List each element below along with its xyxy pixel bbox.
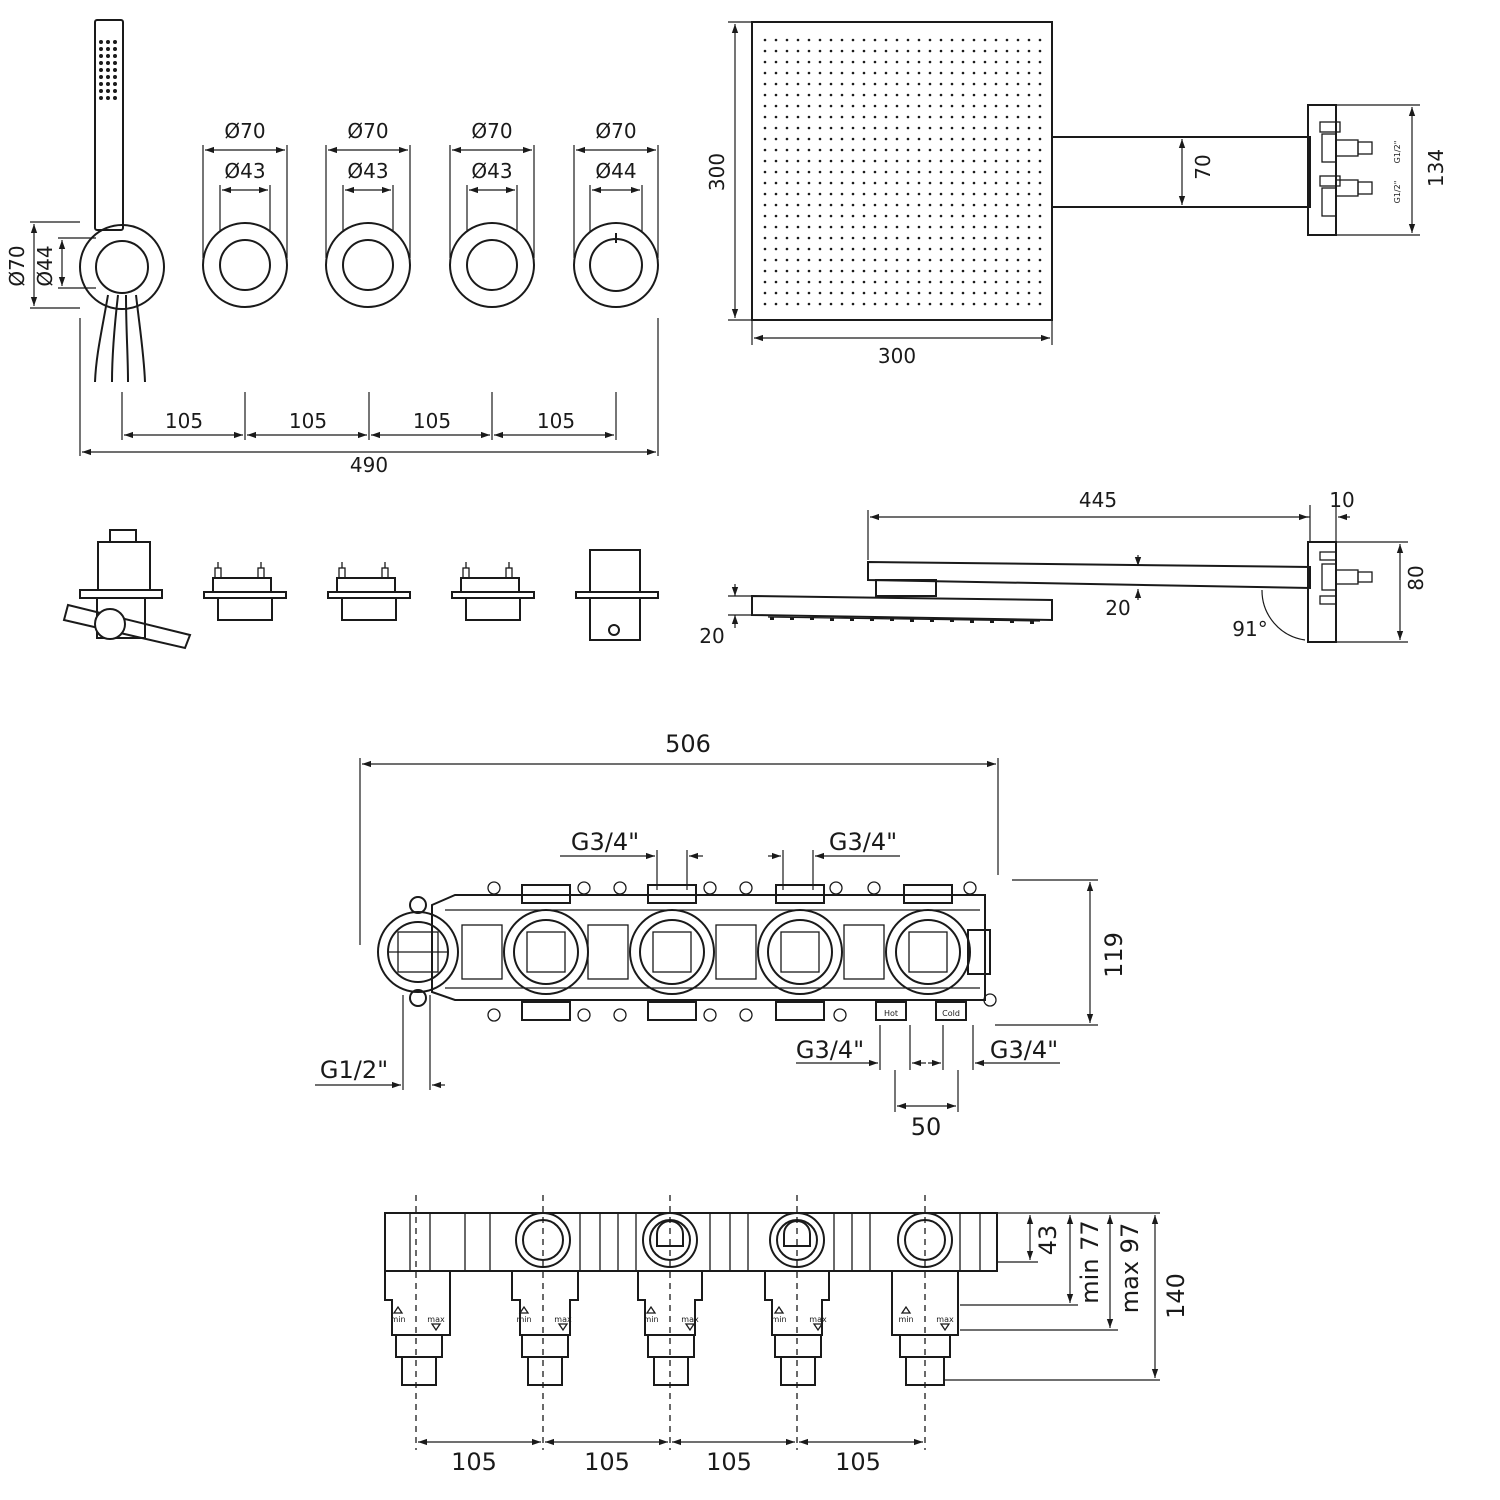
shower-arm-side: 445 10 80 20 20 91° [699,488,1428,648]
control-knob [202,222,288,308]
overall-width-label: 490 [350,453,388,477]
valve-side [327,562,411,621]
plate-height-label: 80 [1404,565,1428,590]
arm-height-label: 70 [1191,154,1215,179]
body-height-label: 119 [1100,932,1128,978]
spacing-label: 105 [289,409,327,433]
control-knob [449,222,535,308]
outlet-left-thread-label: G3/4" [571,828,639,856]
outlet-right-thread-label: G3/4" [829,828,897,856]
handshower-outer-dia-label: Ø70 [5,245,29,286]
valve-module [715,884,843,1021]
svg-text:min: min [643,1315,658,1324]
hot-label: Hot [884,1009,898,1018]
arm-length-label: 445 [1079,488,1117,512]
valve-body-front [764,1212,830,1386]
shower-head-front: G1/2" G1/2" 300 300 70 134 [705,21,1448,368]
depth-140-label: 140 [1162,1273,1190,1319]
knob-3-inner-dia: Ø43 [471,159,512,183]
valve-module [587,884,715,1021]
svg-text:min: min [771,1315,786,1324]
min-max-markings: min max min max min max min max min max [390,1305,954,1332]
body-overall-label: 506 [665,730,711,758]
svg-text:min: min [516,1315,531,1324]
svg-text:max: max [427,1315,445,1324]
knob-1-outer-dia: Ø70 [224,119,265,143]
angle-label: 91° [1232,617,1267,641]
depth-43-label: 43 [1034,1225,1062,1256]
depth-max-97-label: max 97 [1116,1223,1144,1313]
head-height-label: 300 [705,153,729,191]
handshower-inner-dia-label: Ø44 [33,245,57,286]
svg-text:max: max [809,1315,827,1324]
cold-label: Cold [942,1009,960,1018]
valve-side [203,562,287,621]
mounting-holes [487,881,997,1022]
hand-shower [79,19,165,383]
front-spacing-label: 105 [584,1448,630,1476]
knob-2-outer-dia: Ø70 [347,119,388,143]
concealed-body-top: Hot Cold [315,730,1128,1141]
spacing-label: 105 [165,409,203,433]
thread-label: G1/2" [1393,141,1402,164]
diverter-side [62,529,192,650]
control-knob [325,222,411,308]
knob-2-inner-dia: Ø43 [347,159,388,183]
thermostat-side [575,549,659,641]
knob-4-outer-dia: Ø70 [595,119,636,143]
spacing-label: 105 [413,409,451,433]
head-width-label: 300 [878,344,916,368]
svg-text:min: min [390,1315,405,1324]
head-thickness-label: 20 [699,624,724,648]
svg-text:max: max [681,1315,699,1324]
thermostatic-knob [573,222,659,308]
spacing-label: 105 [537,409,575,433]
svg-text:max: max [554,1315,572,1324]
shower-inlet-thread-label: G1/2" [320,1056,388,1084]
front-spacing-label: 105 [451,1448,497,1476]
wall-connector-side [1319,551,1373,605]
knob-1-inner-dia: Ø43 [224,159,265,183]
wall-plate-height-label: 134 [1424,149,1448,187]
front-spacing-label: 105 [835,1448,881,1476]
svg-text:min: min [898,1315,913,1324]
cold-inlet-thread-label: G3/4" [990,1036,1058,1064]
concealed-body-front: min max min max min max min max min max [384,1195,1190,1476]
hot-inlet-thread-label: G3/4" [796,1036,864,1064]
thread-label: G1/2" [1393,181,1402,204]
plate-depth-label: 10 [1329,488,1354,512]
knob-4-inner-dia: Ø44 [595,159,636,183]
diverter-body-front [384,1271,451,1386]
wall-connector [1319,121,1373,217]
valve-side [451,562,535,621]
valve-body-front [511,1212,579,1386]
front-spacing-label: 105 [706,1448,752,1476]
knob-3-outer-dia: Ø70 [471,119,512,143]
inlet-spacing-label: 50 [911,1113,942,1141]
controls-top-view: Ø70 Ø44 [5,19,659,477]
svg-text:max: max [936,1315,954,1324]
depth-min-77-label: min 77 [1076,1220,1104,1303]
controls-side-view [62,529,659,650]
thermostat-module: Hot Cold [843,884,991,1021]
arm-thickness-label: 20 [1105,596,1130,620]
